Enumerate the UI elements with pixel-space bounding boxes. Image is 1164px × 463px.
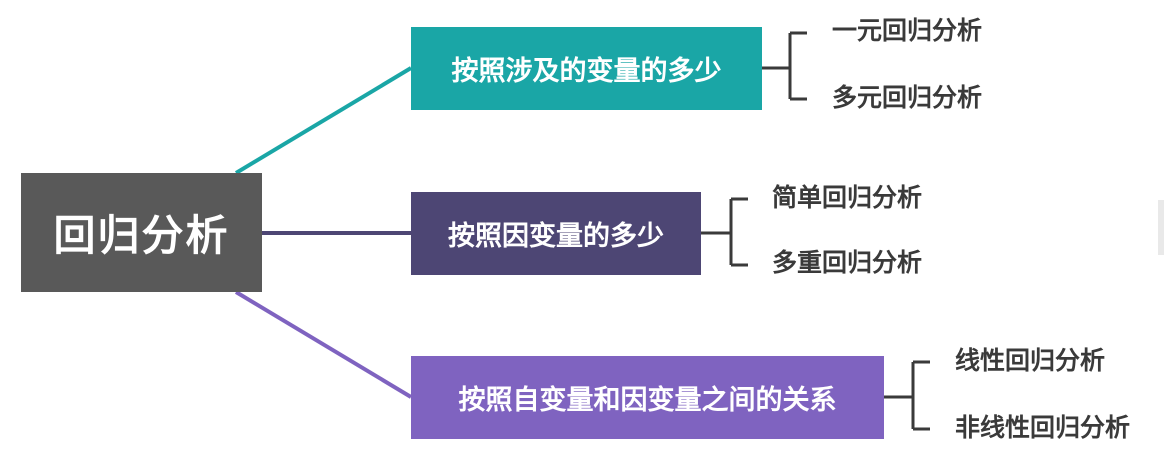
branch-node-variable-count: 按照涉及的变量的多少 (411, 27, 762, 110)
leaf-node-multiple: 多元回归分析 (832, 83, 983, 112)
leaf-node-linear: 线性回归分析 (955, 346, 1106, 375)
leaf-node-nonlinear: 非线性回归分析 (955, 413, 1131, 442)
root-to-branch-1-line (234, 66, 413, 175)
edge-artifact (1158, 200, 1164, 255)
leaf-node-simple-linear: 一元回归分析 (832, 16, 983, 45)
leaf-node-simple: 简单回归分析 (772, 183, 923, 212)
root-node: 回归分析 (21, 173, 262, 292)
branch-1-bracket (762, 31, 807, 101)
branch-node-relationship: 按照自变量和因变量之间的关系 (411, 356, 884, 439)
branch-2-bracket (701, 197, 748, 267)
root-to-branch-3-line (234, 290, 413, 399)
branch-3-bracket (884, 360, 930, 431)
branch-node-dependent-count: 按照因变量的多少 (411, 192, 701, 275)
leaf-node-multiple-dependent: 多重回归分析 (772, 248, 923, 277)
